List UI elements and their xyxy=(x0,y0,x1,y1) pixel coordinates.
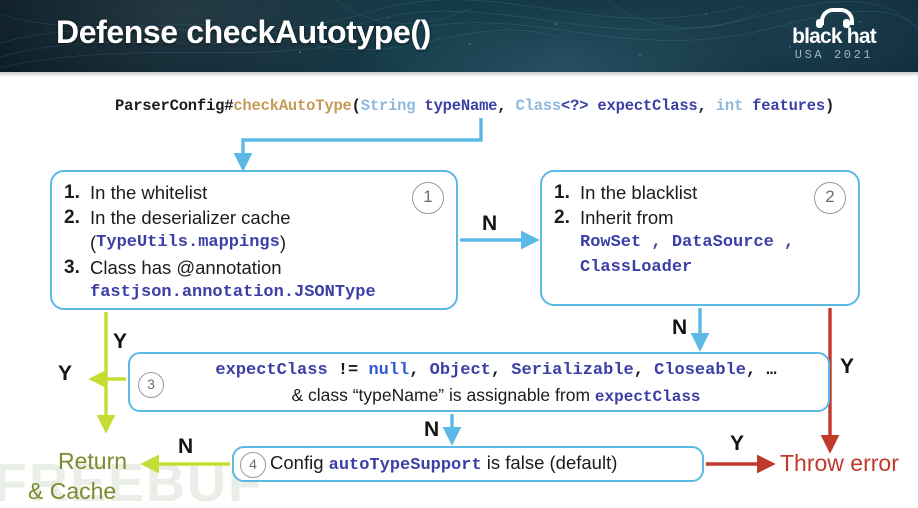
op-not-equal: != xyxy=(327,361,369,380)
list-text: In the deserializer cache xyxy=(90,207,291,228)
box3-line2-text: & class “typeName” is assignable from xyxy=(291,385,595,405)
list-item: 1. In the whitelist xyxy=(64,180,376,205)
sig-token-type-int: int xyxy=(715,97,744,115)
label-y-right-vertical: Y xyxy=(840,355,855,378)
box3-line-1: expectClass != null, Object, Serializabl… xyxy=(168,358,824,383)
list-item: fastjson.annotation.JSONType xyxy=(64,280,376,305)
decision-box-1-whitelist[interactable]: 1 1. In the whitelist 2. In the deserial… xyxy=(50,170,458,310)
freebuf-watermark: FREEBUF xyxy=(0,453,263,508)
header-network-graphic xyxy=(0,0,918,69)
box3-line-2: & class “typeName” is assignable from ex… xyxy=(168,383,824,410)
list-item: (TypeUtils.mappings) xyxy=(64,230,376,255)
logo-wordmark: black hat xyxy=(792,25,877,48)
headphones-ear-right-icon xyxy=(843,19,850,28)
list-paren-close: ) xyxy=(279,232,286,253)
sig-token-method: checkAutoType xyxy=(233,97,352,115)
label-y-left-inner: Y xyxy=(113,330,128,353)
box4-suffix: is false (default) xyxy=(481,452,618,473)
sep-1: , xyxy=(409,361,430,380)
list-item: 3. Class has @annotation xyxy=(64,255,376,280)
sig-token-paren-close: ) xyxy=(824,97,835,115)
method-signature: ParserConfig#checkAutoType(String typeNa… xyxy=(115,97,834,115)
list-paren-open: ( xyxy=(90,232,97,253)
blackhat-logo: black hat USA 2021 xyxy=(768,6,900,64)
sig-token-type-class: Class xyxy=(515,97,562,115)
sig-token-comma-1: , xyxy=(497,97,516,115)
label-n-box2-box3: N xyxy=(672,316,688,339)
headphones-icon xyxy=(820,8,854,25)
list-text: In the whitelist xyxy=(90,182,208,203)
code-object: Object xyxy=(429,361,491,380)
label-y-left-outer: Y xyxy=(58,362,73,385)
code-typeutils-mappings: TypeUtils.mappings xyxy=(96,233,280,252)
sig-token-arg-typename: typeName xyxy=(415,97,498,115)
sig-token-arg-expectclass: <?> expectClass xyxy=(561,97,698,115)
label-n-box3-box4: N xyxy=(424,418,440,441)
label-n-box4-return: N xyxy=(178,435,194,458)
badge-2: 2 xyxy=(814,182,846,214)
code-serializable: Serializable xyxy=(511,361,634,380)
arrow-signature-to-box1 xyxy=(233,118,483,172)
box4-content: Config autoTypeSupport is false (default… xyxy=(270,452,617,475)
code-jsontype-annotation: fastjson.annotation.JSONType xyxy=(90,283,376,302)
code-rowset-datasource: RowSet , DataSource , xyxy=(580,233,795,252)
code-null: null xyxy=(368,361,410,380)
decision-box-2-blacklist[interactable]: 2 1. In the blacklist 2. Inherit from Ro… xyxy=(540,170,860,306)
list-item: ClassLoader xyxy=(554,255,794,280)
list-text: In the blacklist xyxy=(580,182,698,203)
list-item: 2. Inherit from xyxy=(554,205,794,230)
label-y-bottom: Y xyxy=(730,432,745,455)
badge-3: 3 xyxy=(138,372,164,398)
logo-subtitle: USA 2021 xyxy=(794,48,874,62)
sig-token-type-string: String xyxy=(360,97,416,115)
code-closeable: Closeable xyxy=(654,361,746,380)
code-classloader: ClassLoader xyxy=(580,258,693,277)
box3-content: expectClass != null, Object, Serializabl… xyxy=(168,358,824,410)
box2-list: 1. In the blacklist 2. Inherit from RowS… xyxy=(554,180,794,280)
list-number xyxy=(64,230,90,255)
list-number: 2. xyxy=(64,207,80,228)
sig-token-comma-2: , xyxy=(697,97,716,115)
box1-list: 1. In the whitelist 2. In the deserializ… xyxy=(64,180,376,305)
sep-2: , xyxy=(490,361,512,380)
list-number xyxy=(554,255,580,280)
badge-1: 1 xyxy=(412,182,444,214)
badge-4: 4 xyxy=(240,452,266,478)
code-expectclass: expectClass xyxy=(215,361,328,380)
code-autotypesupport: autoTypeSupport xyxy=(328,456,482,475)
terminal-throw-error: Throw error xyxy=(780,450,899,476)
page-title: Defense checkAutotype() xyxy=(56,14,431,50)
list-number: 1. xyxy=(554,182,570,203)
list-number: 3. xyxy=(64,257,80,278)
list-item: RowSet , DataSource , xyxy=(554,230,794,255)
list-item: 2. In the deserializer cache xyxy=(64,205,376,230)
decision-box-4-autotypesupport[interactable]: 4 Config autoTypeSupport is false (defau… xyxy=(232,446,704,482)
terminal-return-line2: & Cache xyxy=(28,478,117,504)
header-shadow xyxy=(0,72,918,77)
terminal-return-line1: Return xyxy=(58,448,128,474)
code-expectclass-2: expectClass xyxy=(594,388,701,406)
list-text: Class has @annotation xyxy=(90,257,282,278)
sig-token-paren-open: ( xyxy=(351,97,361,115)
sig-token-receiver: ParserConfig# xyxy=(115,97,234,115)
slide-header: Defense checkAutotype() black hat USA 20… xyxy=(0,0,918,72)
list-number: 2. xyxy=(554,207,570,228)
headphones-ear-left-icon xyxy=(816,19,823,28)
list-number xyxy=(554,230,580,255)
decision-box-3-expectclass[interactable]: 3 expectClass != null, Object, Serializa… xyxy=(128,352,830,412)
label-n-box1-box2: N xyxy=(482,212,498,235)
sig-token-arg-features: features xyxy=(743,97,825,115)
list-text: Inherit from xyxy=(580,207,674,228)
sep-ellipsis: , … xyxy=(745,361,777,380)
list-number: 1. xyxy=(64,182,80,203)
list-item: 1. In the blacklist xyxy=(554,180,794,205)
box4-prefix: Config xyxy=(270,452,329,473)
list-number xyxy=(64,280,90,305)
sep-3: , xyxy=(633,361,655,380)
